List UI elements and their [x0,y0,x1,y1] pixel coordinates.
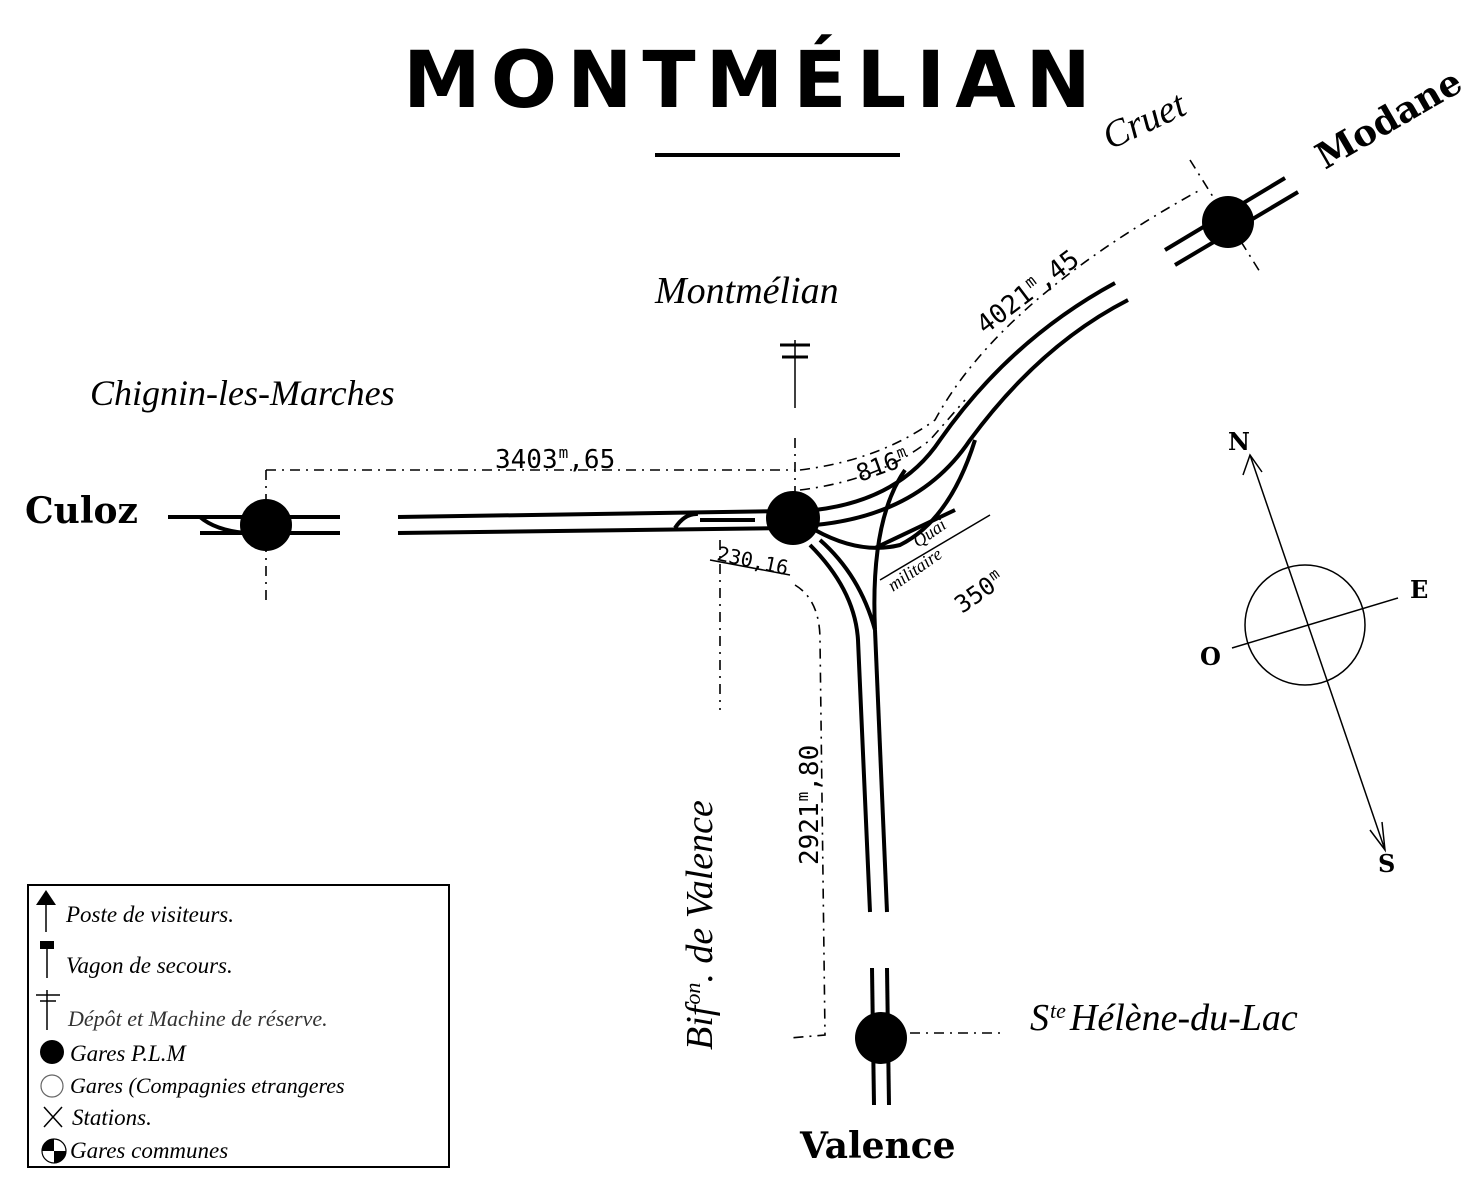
depot-icon [36,990,60,1030]
gare-commune-icon [41,1138,67,1164]
distance-modane: 4021m,45 [970,243,1085,341]
valence-label: Valence [799,1125,956,1167]
depot-icon [780,340,810,408]
legend-item: Dépôt et Machine de réserve. [67,1006,328,1031]
montmelian-tracks [700,281,1129,913]
legend-item: Stations. [72,1105,152,1130]
bif-valence-label: Bifon. de Valence [679,800,721,1050]
chignin-label: Chignin-les-Marches [90,373,395,413]
legend: Poste de visiteurs. Vagon de secours. Dé… [27,884,450,1168]
modane-station-marker [1202,196,1254,248]
quai-label-2: militaire [884,544,946,596]
legend-item: Poste de visiteurs. [65,902,234,927]
vagon-secours-icon [40,941,54,978]
distance-culoz: 3403m,65 [495,443,615,475]
gare-plm-icon [40,1040,64,1064]
distance-816: 816m [852,442,912,488]
montmelian-label: Montmélian [654,270,839,312]
compass-s: S [1378,849,1395,878]
compass-e: E [1410,575,1428,604]
legend-item: Gares P.L.M [70,1041,187,1066]
dimension-lines [266,189,1201,1039]
compass-rose: N E O S [1200,427,1428,878]
legend-item: Gares (Compagnies etrangeres [70,1073,345,1098]
poste-visiteurs-icon [36,890,56,932]
culoz-label: Culoz [25,490,138,532]
gare-etrangere-icon [40,1074,64,1098]
legend-item: Vagon de secours. [66,953,233,978]
distance-350: 350m [949,565,1009,619]
quai-label-1: Quai [909,514,950,551]
culoz-station-marker [240,499,292,551]
compass-o: O [1200,642,1221,671]
cruet-label: Cruet [1096,83,1194,158]
modane-label: Modane [1309,61,1470,178]
compass-n: N [1228,427,1250,456]
page-title: MONTMÉLIAN [403,34,1101,126]
montmelian-station-marker [766,491,820,545]
station-icon [43,1106,63,1128]
legend-item: Gares communes [70,1138,228,1163]
distance-valence: 2921m,80 [793,745,825,865]
distance-230: 230,16 [715,541,791,579]
valence-station-marker [855,1012,907,1064]
